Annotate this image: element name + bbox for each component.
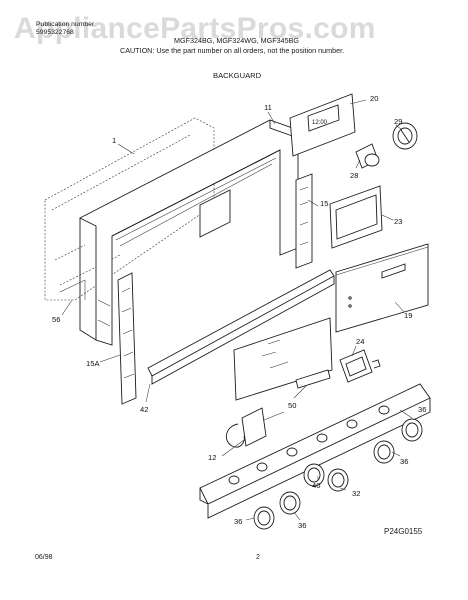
thermostat-part-12 [225,407,285,448]
callout-23: 23 [394,217,402,226]
callout-28: 28 [350,171,358,180]
callout-42: 42 [140,405,148,414]
callout-50: 50 [288,401,296,410]
callout-29: 29 [394,117,402,126]
callout-24: 24 [356,337,364,346]
lower-channel-part-42 [147,269,335,385]
publication-number: 5995322768 [36,29,74,36]
drawing-code: P24G0155 [384,527,423,536]
lower-panel [233,317,333,401]
caution-note: CAUTION: Use the part number on all orde… [120,46,345,55]
knob-part-29 [392,122,418,150]
footer-date: 06/98 [35,554,53,561]
backguard-frame-part-11 [79,119,299,346]
callout-56: 56 [52,315,60,324]
side-bracket-part-15 [295,173,313,269]
manifold-panel [199,383,431,519]
callout-36-left: 36 [234,517,242,526]
bracket-part-50 [295,369,331,389]
model-numbers: MGF324BG, MGF324WG, MGF345BG [174,36,300,45]
callout-20: 20 [370,94,378,103]
callout-36-center: 36 [298,521,306,530]
callout-labels: 1 11 20 29 28 15 23 19 24 56 15A 42 50 1… [52,94,426,530]
section-title: BACKGUARD [213,71,262,80]
side-bracket-part-15a [117,272,137,405]
watermark-logo: AppliancePartsPros.com [14,12,376,45]
callout-15: 15 [320,199,328,208]
publication-block: Publication number 5995322768 [36,21,96,37]
callout-19: 19 [404,311,412,320]
callout-32: 32 [352,489,360,498]
svg-text:12:00: 12:00 [312,120,328,126]
callout-12: 12 [208,453,216,462]
lens-part-23 [329,185,383,249]
callout-36-right: 36 [400,457,408,466]
switch-part-24 [339,349,381,383]
clock-bracket-part-20: 12:00 [289,93,356,157]
shaft-part-28 [355,143,380,169]
callout-11: 11 [264,103,272,112]
callout-36-right-top: 36 [418,405,426,414]
callout-40: 40 [312,481,320,490]
publication-label: Publication number [36,21,95,28]
leader-lines [61,99,413,521]
callout-1: 1 [112,136,116,145]
burner-knobs [253,418,423,530]
page-number: 2 [256,554,260,561]
control-panel-part-19 [335,243,429,333]
callout-15a: 15A [86,359,100,368]
